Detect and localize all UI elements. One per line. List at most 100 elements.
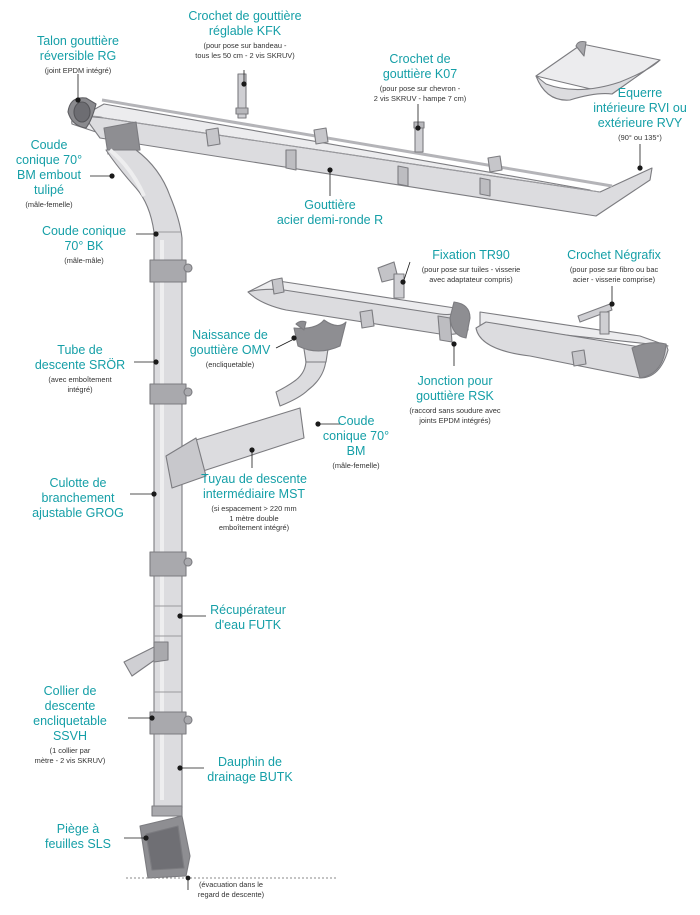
label-title-line: intermédiaire MST — [202, 487, 306, 501]
hook-clip-6 — [571, 349, 587, 367]
pipe-collar-4 — [149, 711, 193, 735]
label-title-line: descente SRÖR — [34, 358, 126, 372]
label-note-line: (avec emboîtement — [48, 375, 112, 384]
label-title-line: gouttière RSK — [416, 389, 494, 403]
label-title-line: réglable KFK — [208, 24, 282, 38]
label-note-line: tous les 50 cm - 2 vis SKRUV) — [195, 50, 295, 60]
label-title-line: drainage BUTK — [207, 770, 293, 784]
hook-clip-4 — [271, 277, 285, 295]
hook-clip-1 — [205, 127, 221, 147]
gutter-r-upper — [71, 98, 653, 217]
label-title-line: réversible RG — [39, 49, 117, 63]
hook-clip-3 — [487, 155, 503, 173]
label-title-line: Fixation TR90 — [432, 248, 510, 262]
label-note-line: (évacuation dans le — [198, 880, 264, 889]
pipe-collar-1 — [149, 259, 193, 283]
leader-omv — [275, 335, 297, 349]
label-title-line: branchement — [41, 491, 115, 505]
outlet-upper — [103, 121, 141, 155]
label-note-line: regard de descente) — [197, 889, 265, 899]
leader-k07 — [415, 104, 421, 131]
hook-negrafix — [577, 303, 613, 335]
label-title-line: Crochet Négrafix — [567, 248, 661, 262]
label-note-line: (pour pose sur chevron - — [379, 84, 461, 93]
label-title-line: conique 70° — [15, 153, 83, 167]
label-title-line: SSVH — [52, 729, 88, 743]
leader-talon — [75, 74, 81, 103]
label-title-line: conique 70° — [322, 429, 390, 443]
label-title-line: Crochet de — [389, 52, 451, 66]
label-note-line: emboîtement intégré) — [218, 523, 290, 533]
label-title-line: Récupérateur — [210, 603, 286, 617]
label-note-line: 2 vis SKRUV - hampe 7 cm) — [373, 93, 467, 103]
gutter-joint-2 — [397, 165, 409, 187]
label-note-line: (encliquetable) — [205, 360, 255, 369]
branch-grog — [165, 407, 305, 489]
label-title-line: Piège à — [56, 822, 100, 836]
leader-negrafix — [609, 286, 615, 307]
leader-coude-bm — [315, 421, 340, 427]
label-note-line: (mâle-femelle) — [25, 200, 73, 209]
leader-sls — [124, 835, 149, 841]
label-note-line: (si espacement > 220 mm — [211, 504, 297, 513]
label-note-line: 1 mètre double — [229, 513, 279, 523]
outlet-omv — [293, 319, 347, 352]
label-title-line: Naissance de — [192, 328, 268, 342]
gutter-joint-3 — [479, 177, 491, 197]
joint-rsk — [437, 315, 453, 343]
label-title-line: Crochet de gouttière — [188, 9, 302, 23]
label-tr90: Fixation TR90(pour pose sur tuiles - vis… — [396, 248, 546, 284]
fixing-tr90 — [377, 261, 405, 299]
label-title-line: Coude conique — [41, 224, 127, 238]
label-negrafix: Crochet Négrafix (pour pose sur fibro ou … — [552, 248, 676, 284]
label-title-line: ajustable GROG — [32, 506, 124, 520]
label-note-line: joints EPDM intégrés) — [419, 415, 491, 425]
hook-clip-2 — [313, 127, 329, 145]
hook-clip-5 — [359, 309, 375, 329]
label-title-line: Coude — [30, 138, 68, 152]
leaf-trap-sls — [139, 805, 191, 879]
label-title-line: BM embout — [17, 168, 81, 182]
label-note-line: mètre - 2 vis SKRUV) — [34, 755, 106, 765]
leader-kfk — [241, 70, 247, 87]
label-title-line: BM — [346, 444, 366, 458]
label-title-line: Coude — [337, 414, 375, 428]
leader-grog — [130, 491, 157, 497]
label-note-line: (mâle-femelle) — [332, 461, 380, 470]
pipe-collar-3 — [149, 551, 193, 577]
label-note-line: (pour pose sur fibro ou bac — [569, 265, 659, 274]
label-note-line: (mâle-mâle) — [64, 256, 104, 265]
leader-tr90 — [400, 261, 411, 285]
label-title-line: descente — [44, 699, 96, 713]
hook-kfk — [235, 73, 249, 119]
leader-rsk — [451, 341, 457, 366]
label-note-line: (90° ou 135°) — [618, 133, 662, 142]
label-title-line: Tuyau de descente — [201, 472, 307, 486]
leader-coude-bk — [136, 231, 159, 237]
label-title-line: Gouttière — [304, 198, 356, 212]
leader-butk — [177, 765, 204, 771]
label-title-line: 70° BK — [64, 239, 104, 253]
leader-coude-bm-tulipe — [90, 173, 115, 179]
label-title-line: gouttière K07 — [382, 67, 458, 81]
leader-mst — [249, 447, 255, 468]
label-note-line: (raccord sans soudure avec — [409, 406, 501, 415]
label-title-line: intérieure RVI ou — [593, 101, 687, 115]
gutter-r-right — [475, 311, 669, 379]
leader-equerre — [637, 144, 643, 171]
leader-ssvh — [128, 715, 155, 721]
gutter-joint-1 — [285, 149, 297, 171]
label-note-line: (pour pose sur bandeau - — [203, 41, 287, 50]
